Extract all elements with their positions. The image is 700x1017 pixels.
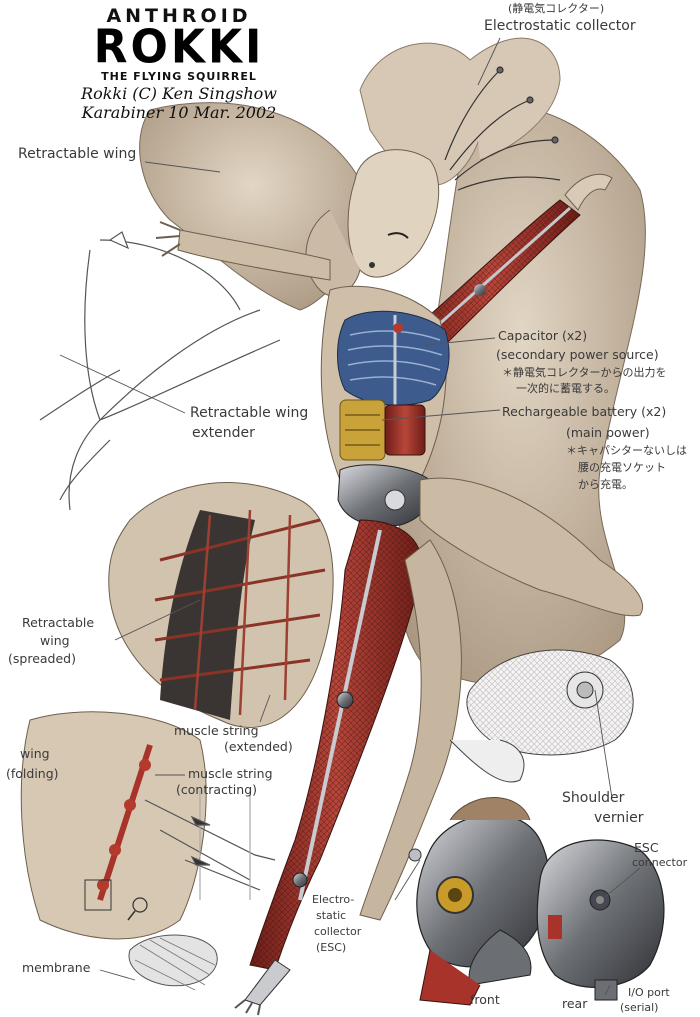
- title-subtitle: THE FLYING SQUIRREL: [101, 70, 257, 83]
- label-io-serial: (serial): [620, 1001, 659, 1014]
- label-wing-extender-2: extender: [192, 425, 255, 441]
- hip-joint: [337, 464, 434, 527]
- robot-head-front: [408, 797, 550, 1006]
- membrane-detail: [127, 897, 218, 991]
- label-battery-jp1: ＊キャパシターないしは: [566, 444, 687, 457]
- label-muscle-extended-1: muscle string: [174, 723, 259, 738]
- label-capacitor-jp1: ＊静電気コレクターからの出力を: [502, 366, 667, 379]
- label-wing-extender-1: Retractable wing: [190, 405, 309, 421]
- label-muscle-contracting-1: muscle string: [188, 766, 273, 781]
- label-wing-folding-2: (folding): [6, 766, 59, 781]
- left-arm: [155, 221, 331, 281]
- label-esc-connector-2: connector: [632, 856, 688, 869]
- credit-date: Karabiner 10 Mar. 2002: [81, 103, 277, 122]
- label-battery-sub: (main power): [566, 425, 650, 440]
- credit-copyright: Rokki (C) Ken Singshow: [81, 84, 277, 103]
- label-wing-spread-1: Retractable: [22, 615, 95, 630]
- label-esc-bottom-2: static: [316, 909, 347, 922]
- raised-leg: [419, 477, 644, 617]
- fur-leg: [359, 539, 462, 921]
- title-rokki: ROKKI: [93, 20, 265, 75]
- label-retractable-wing: Retractable wing: [18, 146, 137, 162]
- label-esc-jp: (静電気コレクター): [508, 2, 605, 15]
- wing-spread-panel: [108, 482, 334, 728]
- label-capacitor-jp2: 一次的に蓄電する。: [516, 382, 615, 395]
- label-membrane: membrane: [22, 960, 91, 975]
- muscle-string-diagram: [144, 790, 276, 900]
- label-io-port: I/O port: [628, 986, 670, 999]
- wing-extender-sketch: [39, 231, 281, 511]
- robot-head-rear: [536, 839, 665, 1001]
- shoulder-vernier-sketch: [449, 649, 634, 783]
- label-esc-bottom-3: collector: [314, 925, 362, 938]
- label-capacitor: Capacitor (x2): [498, 328, 588, 343]
- label-battery: Rechargeable battery (x2): [502, 404, 667, 419]
- label-vernier: vernier: [594, 810, 644, 826]
- label-front: front: [470, 992, 500, 1007]
- label-wing-folding-1: wing: [20, 746, 50, 761]
- wing-folding-panel: [20, 711, 207, 940]
- label-rear: rear: [562, 996, 588, 1011]
- torso: [320, 285, 450, 496]
- title-anthroid: ANTHROID: [106, 5, 252, 27]
- title-block: ANTHROID ROKKI THE FLYING SQUIRREL Rokki…: [64, 6, 294, 122]
- label-muscle-extended-2: (extended): [224, 739, 293, 754]
- label-esc-bottom-4: (ESC): [316, 941, 347, 954]
- leader-lines: [59, 37, 641, 996]
- label-capacitor-sub: (secondary power source): [496, 347, 659, 362]
- label-shoulder: Shoulder: [562, 790, 625, 806]
- label-electrostatic-collector: Electrostatic collector: [484, 18, 636, 34]
- label-esc-connector-1: ESC: [634, 840, 659, 855]
- label-wing-spread-3: (spreaded): [8, 651, 76, 666]
- label-battery-jp3: から充電。: [578, 478, 633, 491]
- label-wing-spread-2: wing: [40, 633, 70, 648]
- electrostatic-collector-top: [444, 66, 561, 191]
- label-battery-jp2: 腰の充電ソケット: [578, 461, 666, 474]
- label-muscle-contracting-2: (contracting): [176, 782, 257, 797]
- label-esc-bottom-1: Electro-: [312, 893, 355, 906]
